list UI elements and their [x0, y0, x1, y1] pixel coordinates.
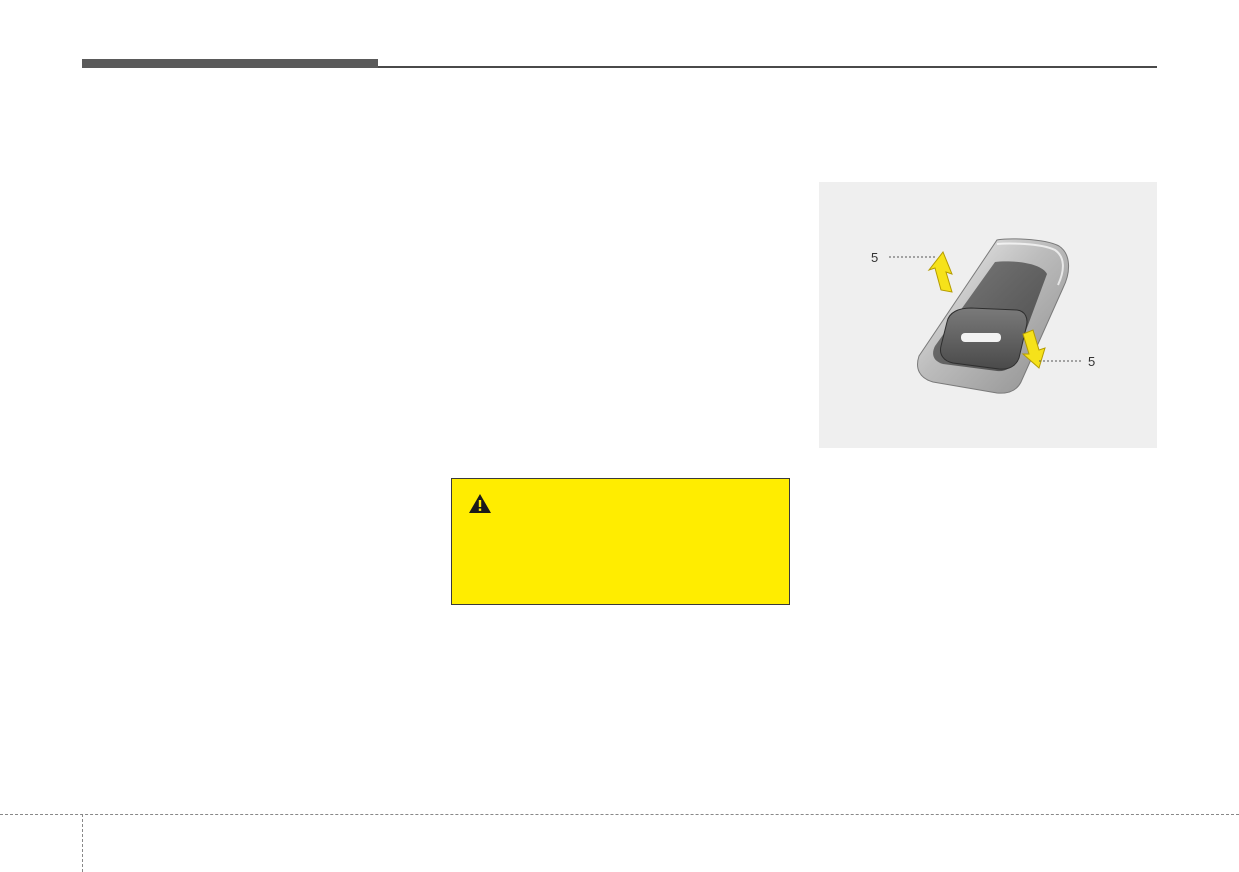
header-rule: [378, 66, 1157, 68]
window-switch-illustration: 5 5: [871, 238, 1095, 394]
warning-box: [451, 478, 790, 605]
callout-label-up: 5: [871, 250, 878, 265]
warning-triangle-icon: [469, 494, 491, 513]
up-arrow-icon: [927, 251, 953, 293]
down-arrow-icon: [1021, 329, 1046, 369]
footer-dashed-tick: [82, 814, 83, 872]
window-switch-figure: 5 5: [819, 182, 1157, 448]
header-accent-bar: [82, 59, 378, 68]
switch-slot-highlight: [961, 333, 1001, 342]
callout-label-down: 5: [1088, 354, 1095, 369]
footer-dashed-rule: [0, 814, 1239, 815]
